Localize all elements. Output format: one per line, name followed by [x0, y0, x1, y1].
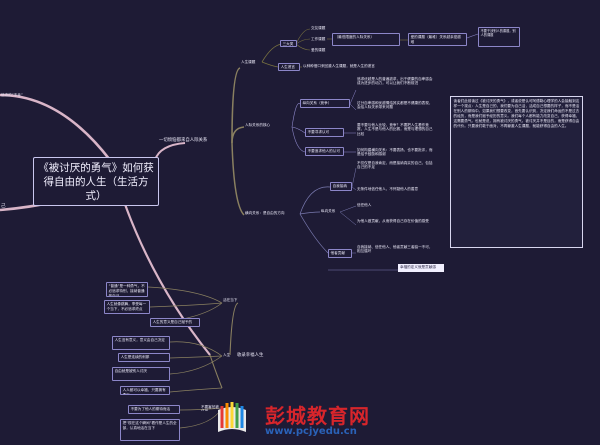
- branch-happy-life[interactable]: 收录幸福人生: [237, 352, 264, 358]
- node-desc3[interactable]: 要不要与他人比较、竞争？不要把人生看作竞赛，人生不是与他人的比赛，而是与理想的自…: [357, 122, 433, 136]
- node-self-accept[interactable]: 自我接纳: [330, 182, 352, 191]
- node-three-types[interactable]: 三大类: [280, 40, 297, 47]
- node-right-advice[interactable]: 不要干涉别人的课题，别人的课题: [478, 27, 520, 47]
- node-comm-desc[interactable]: 自我接纳、信任他人、他者贡献三者缺一不可，相互循环: [357, 244, 433, 254]
- node-present[interactable]: 人生: [223, 352, 231, 357]
- connector-main-rel: [231, 126, 245, 144]
- node-trust-desc[interactable]: 无条件地信任他人，不怀疑他人的善意: [357, 186, 419, 191]
- node-work-task[interactable]: 工作课题: [311, 36, 326, 41]
- node-friend-task[interactable]: 交友课题: [311, 25, 326, 30]
- node-vert-label[interactable]: 纵向关系: [321, 208, 336, 213]
- node-love-desc[interactable]: 爱的课题（最难）关系越亲密越难: [408, 33, 467, 46]
- node-trust[interactable]: 信任他人: [357, 202, 372, 207]
- node-desc2[interactable]: 过分自卑感和优越情结其实都是不健康的表现，会给人际关系带来问题: [357, 100, 433, 110]
- node-love-task[interactable]: 爱的课题: [311, 47, 326, 52]
- connector-main-mind: [231, 142, 245, 216]
- node-l9[interactable]: 把“现在这个瞬间”看作是人生的全部，认真地活在当下: [120, 419, 180, 441]
- node-l7[interactable]: 人人都可以幸福，只要拥有勇气: [120, 386, 170, 395]
- node-contrib[interactable]: 他者贡献: [328, 249, 352, 258]
- left-stub-bottom[interactable]: 己: [1, 203, 6, 209]
- summary-note[interactable]: 读者们此前读过《被讨厌的勇气》，或者说是认可阿德勒心理学的人会接触到这样一个观点…: [450, 96, 583, 248]
- node-escape[interactable]: 人生谎言: [278, 63, 300, 71]
- branch-interpersonal[interactable]: 一切烦恼都来自人际关系: [159, 137, 208, 143]
- watermark-title: 彭城教育网: [265, 404, 370, 428]
- node-contrib-desc[interactable]: 为他人做贡献，从而获得自己存在价值的感受: [357, 218, 429, 223]
- node-l4[interactable]: 人生没有意义，意义由自己决定: [112, 336, 170, 350]
- node-relation-core[interactable]: 人际关系的核心: [245, 122, 271, 127]
- node-happy-def[interactable]: 幸福的定义就是贡献感: [398, 264, 444, 272]
- node-life-task[interactable]: 人生课题: [241, 59, 256, 64]
- node-horizontal[interactable]: 横向关系：是自由的方向: [245, 210, 285, 215]
- left-stub-top[interactable]: 信念的“不幸”: [1, 92, 23, 97]
- node-self-desc[interactable]: 不仅仅是自我肯定，而是接纳真实的自己，包括自己的不足: [357, 160, 433, 170]
- node-p2[interactable]: 不要追求他人的认可: [305, 147, 344, 156]
- node-work-desc[interactable]: （最低限度的人际关系）: [332, 33, 400, 46]
- node-l3[interactable]: 人生的意义是自己赋予的: [150, 318, 200, 327]
- watermark: 彭城教育网 www.pcjyedu.cn: [215, 400, 375, 442]
- node-rel-desc[interactable]: 如何构建横向关系：不要表扬，也不要批评，而是给予鼓励和感谢: [357, 147, 433, 157]
- node-fear[interactable]: 不要害怕被讨厌: [201, 404, 219, 412]
- node-escape-desc[interactable]: 以种种借口来回避人生课题，就是人生的谎言: [303, 63, 375, 68]
- node-courage[interactable]: 活在当下: [223, 297, 238, 302]
- connector-center-lower: [118, 189, 211, 356]
- node-l5[interactable]: 人生是连续的刹那: [118, 353, 170, 362]
- connector-center-main: [154, 142, 186, 161]
- node-l1[interactable]: “普通”是一种勇气，不必追求特别，接纳普通的自己: [106, 282, 148, 297]
- connector-left-top: [0, 93, 112, 161]
- node-p1[interactable]: 不要寻求认可: [305, 128, 344, 137]
- node-l2[interactable]: 人生就像跳舞，享受每一个当下，不必追求终点: [104, 300, 150, 314]
- node-verti[interactable]: 纵向关系（竞争）: [300, 99, 350, 108]
- center-topic[interactable]: 《被讨厌的勇气》如何获得自由的人生（生活方式）: [33, 157, 159, 206]
- node-l8[interactable]: 不要为了他人的期待而活: [128, 405, 180, 414]
- node-l6[interactable]: 自由就是被别人讨厌: [112, 367, 170, 381]
- connector-main-life: [231, 67, 241, 144]
- watermark-url: www.pcjyedu.cn: [265, 426, 357, 437]
- node-desc1[interactable]: 追求优越是人的普遍欲求，出于健康的自卑感会成为进步的动力，可以让我们不断前进: [357, 76, 433, 86]
- book-logo-icon: [218, 402, 246, 432]
